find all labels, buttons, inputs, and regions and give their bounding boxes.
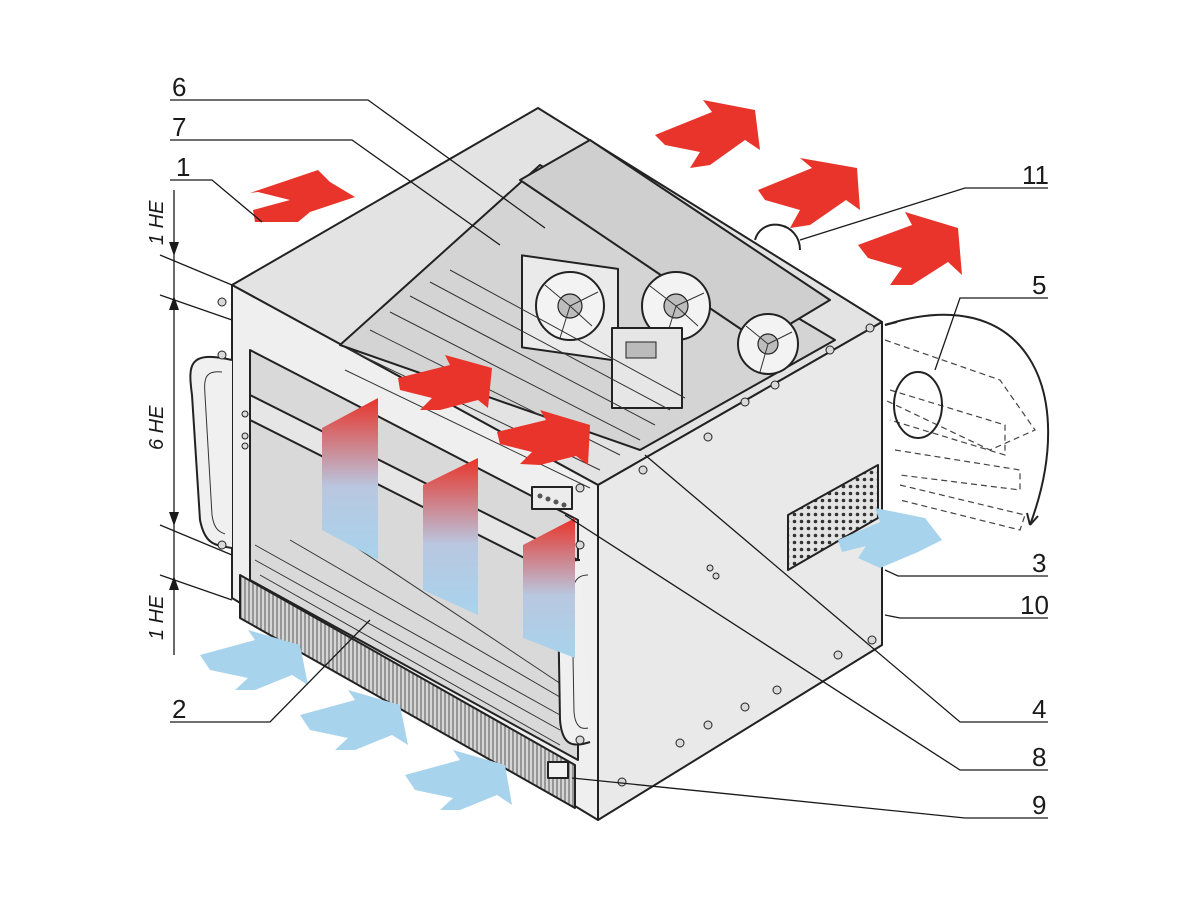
hinged-fan-tray-outline: [884, 313, 1050, 531]
left-handle: [189, 355, 233, 549]
intake-arrow-1: [200, 630, 308, 690]
intake-arrow-3: [405, 750, 512, 810]
callout-4: 4: [1032, 694, 1046, 724]
plug-in-boards: [322, 398, 575, 658]
callout-5: 5: [1032, 270, 1046, 300]
fan-3: [737, 313, 799, 375]
callout-10: 10: [1020, 590, 1049, 620]
dimension-bottom-1he: 1 HE: [146, 595, 168, 640]
callout-3: 3: [1032, 548, 1046, 578]
exhaust-arrow-top-1: [655, 100, 760, 168]
fan-connector-board: [611, 327, 683, 409]
exhaust-arrow-top-left: [250, 170, 355, 222]
height-dimensions: 1 HE 6 HE 1 HE: [146, 190, 233, 655]
callout-9: 9: [1032, 790, 1046, 820]
fan-1: [521, 254, 619, 362]
callout-8: 8: [1032, 742, 1046, 772]
dimension-middle-6he: 6 HE: [146, 405, 168, 450]
front-screws: [217, 297, 585, 745]
exhaust-arrow-top-2: [758, 158, 860, 228]
exhaust-arrow-inner-1: [398, 355, 492, 410]
board-3: [523, 518, 575, 658]
intake-arrow-2: [300, 690, 408, 750]
callout-2: 2: [172, 694, 186, 724]
side-perforation: [787, 464, 879, 571]
intake-arrow-side: [838, 508, 942, 568]
board-1: [322, 398, 378, 560]
led-strip: [531, 486, 573, 510]
board-2: [423, 458, 478, 615]
intake-arrows: [200, 508, 942, 810]
callout-1: 1: [176, 152, 190, 182]
callout-7: 7: [172, 112, 186, 142]
exhaust-arrows: [250, 100, 962, 465]
lower-card-guides: [254, 529, 571, 746]
callout-11: 11: [1022, 160, 1049, 190]
callout-leaders: [170, 99, 1048, 819]
upper-card-guides: [344, 269, 686, 489]
exhaust-arrow-inner-2: [497, 410, 590, 465]
callout-labels: 6 7 1 11 5 3 10 4 8 9 2: [172, 72, 1049, 820]
callout-6: 6: [172, 72, 186, 102]
side-screws: [617, 323, 877, 787]
power-switch: [547, 761, 569, 779]
air-intake-vent: [239, 574, 576, 809]
exhaust-arrow-top-3: [858, 212, 962, 285]
cable-loop: [754, 223, 801, 251]
fan-2: [641, 271, 711, 341]
fan-tray: [519, 139, 831, 409]
dimension-top-1he: 1 HE: [146, 200, 168, 245]
